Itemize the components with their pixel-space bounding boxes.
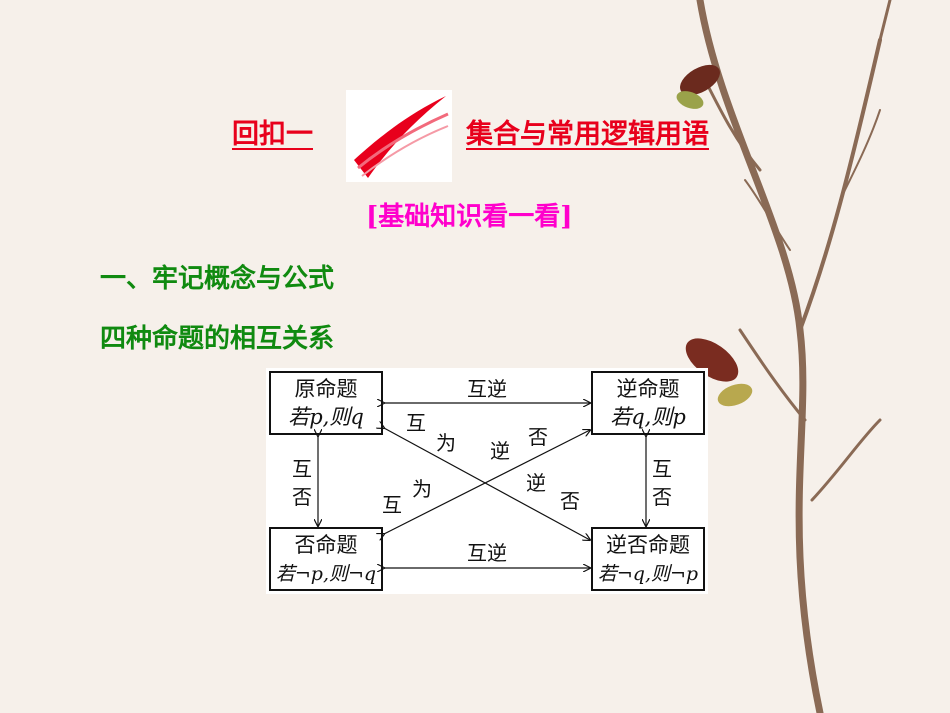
swoosh-logo-icon <box>346 90 452 182</box>
contrapositive-line1: 逆否命题 <box>606 533 690 557</box>
diagonal-arrow-b <box>384 430 590 534</box>
original-proposition-box <box>269 371 383 435</box>
original-line1: 原命题 <box>295 377 358 401</box>
right-label-2: 否 <box>652 485 672 509</box>
original-line2: 若p,则q <box>288 405 364 429</box>
diag-a-label-1: 互 <box>406 411 426 435</box>
contrapositive-proposition-box <box>591 527 705 591</box>
diag-b-label-4: 否 <box>560 489 580 513</box>
chapter-title: 集合与常用逻辑用语 <box>466 119 709 150</box>
four-propositions-diagram: 原命题 若p,则q 逆命题 若q,则p 否命题 若¬p,则¬q 逆否命题 若¬q… <box>266 368 708 594</box>
diag-b-label-1: 互 <box>382 493 402 517</box>
converse-line2: 若q,则p <box>610 405 686 429</box>
diag-a-label-4: 否 <box>528 425 548 449</box>
inverse-proposition-box <box>269 527 383 591</box>
diag-a-label-3: 逆 <box>490 439 510 463</box>
basics-subtitle: [基础知识看一看] <box>366 202 573 232</box>
inverse-line1: 否命题 <box>295 533 358 557</box>
converse-line1: 逆命题 <box>617 377 680 401</box>
contrapositive-line2: 若¬q,则¬p <box>598 563 698 585</box>
review-section-label: 回扣一 <box>232 119 313 150</box>
right-label-1: 互 <box>652 457 672 481</box>
diag-b-label-2: 为 <box>412 477 432 501</box>
section-heading: 一、牢记概念与公式 <box>100 264 335 294</box>
left-label-2: 否 <box>292 485 312 509</box>
top-relation-label: 互逆 <box>467 377 507 401</box>
inverse-line2: 若¬p,则¬q <box>276 563 376 585</box>
subsection-heading: 四种命题的相互关系 <box>100 324 335 354</box>
left-label-1: 互 <box>292 457 312 481</box>
diag-b-label-3: 逆 <box>526 471 546 495</box>
diag-a-label-2: 为 <box>436 431 456 455</box>
converse-proposition-box <box>591 371 705 435</box>
bottom-relation-label: 互逆 <box>467 541 507 565</box>
